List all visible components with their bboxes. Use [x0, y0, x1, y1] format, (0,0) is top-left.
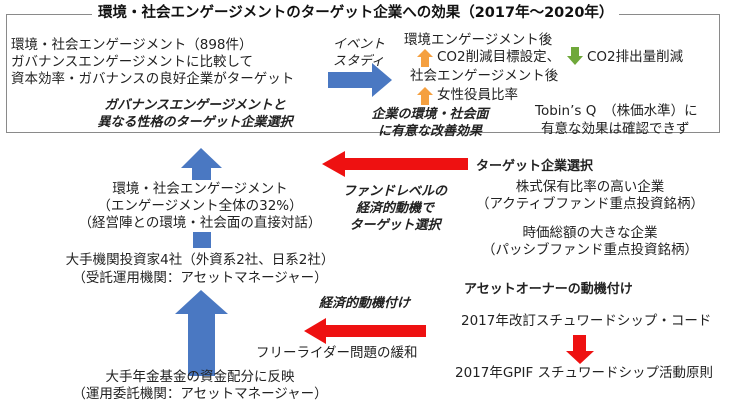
gpif-2017-label: 2017年GPIF スチュワードシップ活動原則 [455, 365, 713, 381]
env-social-eng-line-2: （エンゲージメント全体の32%） [97, 198, 303, 214]
target-selection-heading: ターゲット企業選択 [476, 159, 594, 174]
event-label-2: スタディ [333, 54, 385, 69]
env-social-eng-line-3: （経営陣との環境・社会面の直接対話） [78, 215, 322, 231]
event-label-1: イベント [333, 37, 386, 52]
stewardship-red-down-arrow [566, 335, 594, 364]
target-selection-line-1: 株式保有比率の高い企業 [515, 179, 665, 195]
env-after-label: 環境エンゲージメント後 [404, 32, 553, 48]
asset-owner-heading: アセットオーナーの動機付け [464, 282, 633, 297]
co2-target-label: CO2削減目標設定、 [437, 49, 561, 65]
env-social-eng-line-1: 環境・社会エンゲージメント [112, 181, 288, 197]
improvement-line-1: 企業の環境・社会面 [325, 107, 535, 123]
top-left-line-2: ガバナンスエンゲージメントに比較して [11, 54, 254, 70]
diagram-title: 環境・社会エンゲージメントのターゲット企業への効果（2017年～2020年） [92, 5, 620, 22]
target-selection-line-2: （アクティブファンド重点投資銘柄） [475, 196, 704, 212]
female-ratio-label: 女性役員比率 [437, 87, 518, 103]
pension-line-1: 大手年金基金の資金配分に反映 [105, 369, 295, 385]
fund-level-red-arrow [322, 151, 468, 177]
stewardship-2017-label: 2017年改訂スチュワードシップ・コード [461, 313, 712, 329]
investors-line-1: 大手機関投資家4社（外資系2社、日系2社） [65, 252, 335, 268]
fund-level-line-1: ファンドレベルの [342, 184, 447, 199]
gov-diff-line-2: 異なる性格のターゲット企業選択 [97, 115, 293, 130]
top-left-line-1: 環境・社会エンゲージメント（898件） [11, 37, 253, 53]
free-rider-label: フリーライダー問題の緩和 [256, 345, 418, 361]
upper-blue-up-arrow [181, 148, 222, 180]
economic-motive-red-arrow [304, 318, 426, 344]
top-left-line-3: 資本効率・ガバナンスの良好企業がターゲット [11, 71, 295, 87]
co2-target-up-icon [417, 49, 433, 67]
investors-line-2: （受託運用機関：アセットマネージャー） [72, 270, 328, 286]
improvement-line-2: に有意な改善効果 [377, 124, 482, 139]
co2-reduction-label: CO2排出量削減 [587, 49, 684, 65]
co2-reduction-down-icon [567, 47, 583, 65]
economic-motive-label: 経済的動機付け [319, 296, 411, 311]
fund-level-line-3: ターゲット選択 [349, 218, 441, 233]
event-study-arrow [328, 63, 392, 97]
gov-diff-line-1: ガバナンスエンゲージメントと [40, 98, 350, 114]
target-selection-line-3: 時価総額の大きな企業 [522, 225, 658, 241]
pension-line-2: （運用委託機関：アセットマネージャー） [72, 386, 328, 402]
blue-connector [193, 232, 211, 248]
social-after-label: 社会エンゲージメント後 [410, 68, 559, 84]
female-ratio-up-icon [417, 87, 433, 105]
tobin-line-1: Tobin’s Q （株価水準）に [533, 103, 700, 120]
target-selection-line-4: （パッシブファンド重点投資銘柄） [482, 242, 698, 258]
fund-level-line-2: 経済的動機で [355, 201, 434, 216]
tobin-line-2: 有意な効果は確認できず [541, 121, 690, 137]
lower-blue-up-arrow [175, 290, 228, 376]
